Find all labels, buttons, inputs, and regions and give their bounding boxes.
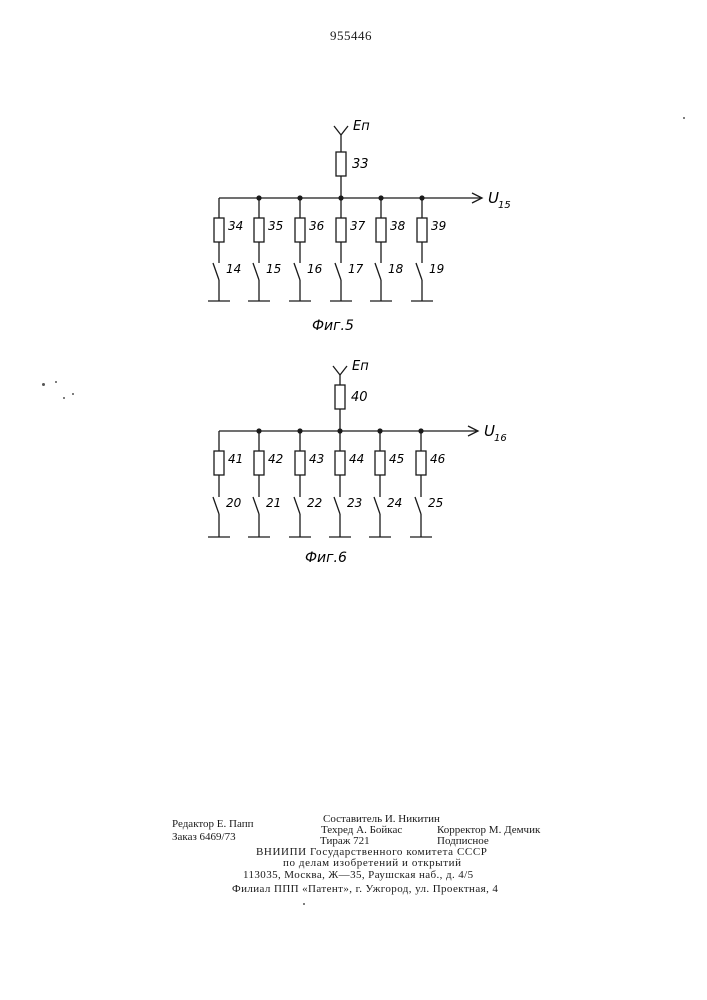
supply-arrow: [334, 126, 348, 135]
scan-speck: [72, 393, 74, 395]
resistor-label: 34: [228, 219, 243, 233]
switch-20: [213, 497, 219, 514]
scan-speck: [683, 117, 685, 119]
supply-arrow: [333, 366, 347, 375]
output-subscript: 15: [498, 200, 511, 211]
patent-number: 955446: [330, 28, 372, 44]
output-subscript: 16: [494, 433, 507, 444]
resistor-top-label: 40: [351, 390, 368, 405]
figure-caption: Фиг.5: [312, 318, 354, 334]
resistor-label: 35: [268, 219, 283, 233]
resistor-label: 45: [389, 452, 404, 466]
resistor-41: [214, 451, 224, 475]
resistor-label: 39: [431, 219, 446, 233]
resistor-37: [336, 218, 346, 242]
switch-label: 15: [266, 262, 281, 276]
scan-speck: [63, 397, 65, 399]
resistor-label: 43: [309, 452, 324, 466]
resistor-label: 41: [228, 452, 243, 466]
switch-label: 24: [387, 496, 402, 510]
resistor-36: [295, 218, 305, 242]
switch-label: 19: [429, 262, 444, 276]
scan-speck: [55, 381, 57, 383]
supply-label: Еп: [353, 119, 370, 134]
switch-label: 21: [266, 496, 281, 510]
switch-label: 20: [226, 496, 242, 510]
imprint-editor: Редактор Е. Папп: [172, 819, 253, 830]
resistor-top: [336, 152, 346, 176]
resistor-39: [417, 218, 427, 242]
switch-17: [335, 263, 341, 280]
resistor-34: [214, 218, 224, 242]
imprint-org-line2: по делам изобретений и открытий: [283, 858, 462, 869]
imprint-order: Заказ 6469/73: [172, 832, 236, 843]
resistor-35: [254, 218, 264, 242]
resistor-45: [375, 451, 385, 475]
switch-14: [213, 263, 219, 280]
switch-label: 14: [226, 262, 241, 276]
switch-21: [253, 497, 259, 514]
imprint-address: 113035, Москва, Ж—35, Раушская наб., д. …: [243, 870, 474, 881]
imprint-branch: Филиал ППП «Патент», г. Ужгород, ул. Про…: [232, 884, 498, 895]
switch-label: 18: [388, 262, 404, 276]
switch-label: 17: [348, 262, 364, 276]
switch-19: [416, 263, 422, 280]
resistor-label: 46: [430, 452, 446, 466]
switch-23: [334, 497, 340, 514]
figure-6-circuit: Еп40U16412042214322442345244625Фиг.6: [0, 355, 707, 585]
resistor-label: 37: [350, 219, 366, 233]
switch-24: [374, 497, 380, 514]
resistor-label: 36: [309, 219, 325, 233]
switch-label: 23: [347, 496, 362, 510]
scan-speck: [42, 383, 45, 386]
resistor-label: 42: [268, 452, 283, 466]
resistor-label: 38: [390, 219, 406, 233]
switch-label: 16: [307, 262, 323, 276]
scan-speck: [303, 903, 305, 905]
switch-22: [294, 497, 300, 514]
switch-label: 22: [307, 496, 322, 510]
resistor-label: 44: [349, 452, 364, 466]
supply-label: Еп: [352, 359, 369, 374]
switch-label: 25: [428, 496, 443, 510]
switch-16: [294, 263, 300, 280]
resistor-46: [416, 451, 426, 475]
switch-18: [375, 263, 381, 280]
resistor-44: [335, 451, 345, 475]
resistor-top: [335, 385, 345, 409]
resistor-38: [376, 218, 386, 242]
switch-25: [415, 497, 421, 514]
resistor-42: [254, 451, 264, 475]
resistor-top-label: 33: [352, 157, 369, 172]
resistor-43: [295, 451, 305, 475]
switch-15: [253, 263, 259, 280]
figure-caption: Фиг.6: [305, 550, 347, 566]
